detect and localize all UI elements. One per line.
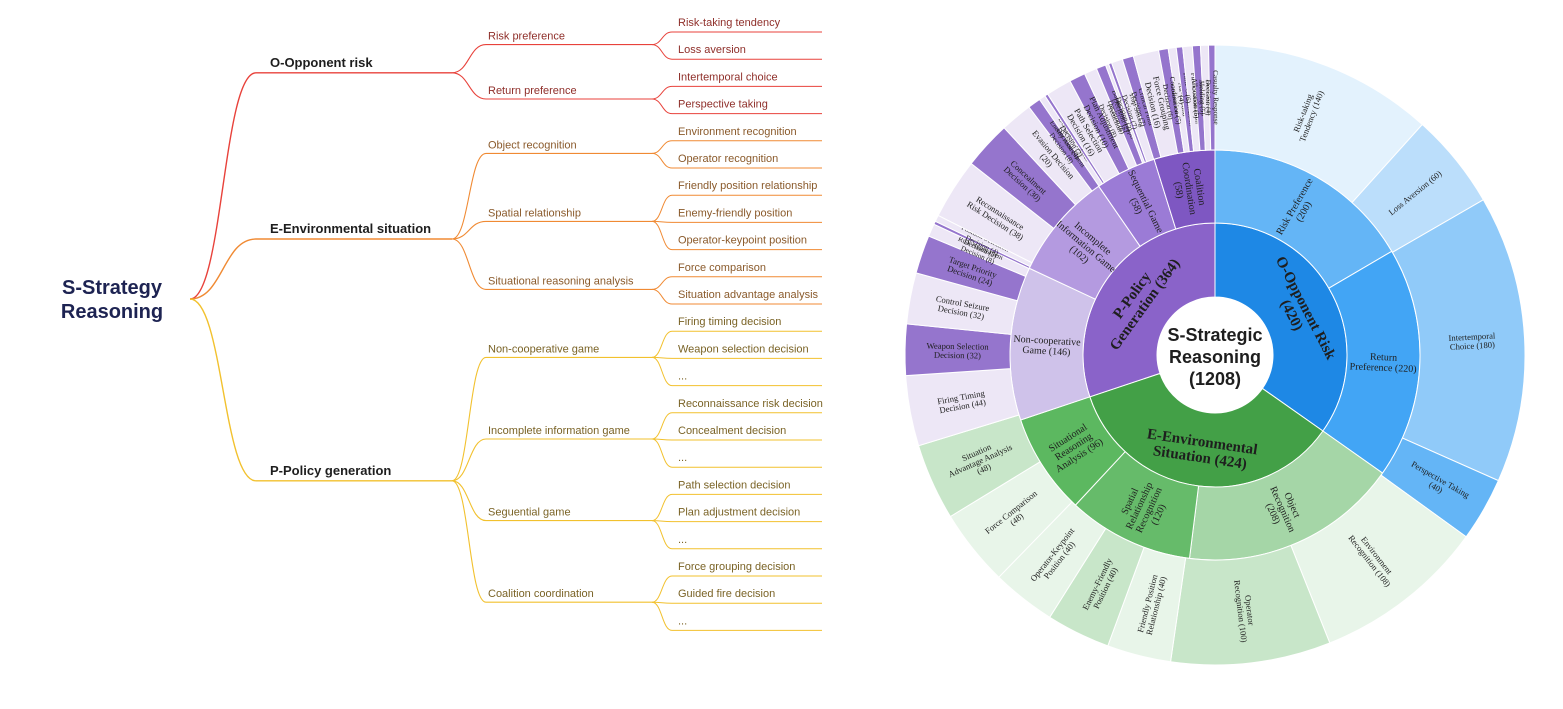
leaf-label: Guided fire decision: [678, 588, 775, 600]
category-label: Seguential game: [488, 507, 571, 519]
leaf-connector: [651, 31, 673, 46]
leaf-label: Loss aversion: [678, 44, 746, 56]
leaf-label: ...: [678, 371, 687, 383]
root-label-line: S-Strategy: [62, 277, 163, 299]
category-connector: [451, 480, 487, 603]
category-label: Non-cooperative game: [488, 343, 599, 355]
leaf-label: Intertemporal choice: [678, 71, 778, 83]
sunburst-label: Non-cooperativeGame (146): [1013, 334, 1082, 359]
leaf-label: Reconnaissance risk decision: [678, 398, 823, 410]
sunburst-center-line: S-Strategic: [1167, 325, 1262, 345]
leaf-label: Situation advantage analysis: [678, 289, 819, 301]
leaf-connector: [651, 140, 673, 154]
sunburst-center-line: (1208): [1189, 369, 1241, 389]
category-label: Spatial relationship: [488, 207, 581, 219]
leaf-connector: [651, 44, 673, 60]
category-label: Risk preference: [488, 31, 565, 43]
root-label-line: Reasoning: [61, 301, 163, 323]
leaf-connector: [651, 493, 673, 522]
leaf-connector: [651, 276, 673, 290]
sunburst-chart: O-Opponent Risk(420)E-EnvironmentalSitua…: [904, 44, 1526, 666]
sunburst-center: [1157, 297, 1273, 413]
sunburst-label: Casualty ResponseDecision (4): [1204, 70, 1220, 125]
leaf-connector: [651, 220, 673, 251]
branch-connector: [189, 238, 257, 300]
category-connector: [451, 438, 487, 482]
sunburst-segment: [1208, 44, 1216, 151]
leaf-connector: [651, 601, 673, 631]
category-connector: [451, 356, 487, 482]
leaf-label: Risk-taking tendency: [678, 17, 781, 29]
leaf-connector: [651, 438, 673, 468]
category-connector: [451, 238, 487, 290]
sunburst-label: Weapon SelectionDecision (32): [926, 341, 989, 361]
leaf-connector: [651, 194, 673, 222]
branch-label: O-Opponent risk: [270, 55, 373, 70]
branch-label: E-Environmental situation: [270, 221, 431, 236]
category-connector: [451, 220, 487, 240]
category-connector: [451, 480, 487, 522]
leaf-label: Firing timing decision: [678, 316, 781, 328]
sunburst-label: IntertemporalChoice (180): [1448, 330, 1496, 352]
category-label: Situational reasoning analysis: [488, 275, 634, 287]
leaf-connector: [651, 98, 673, 115]
leaf-label: Friendly position relationship: [678, 180, 817, 192]
category-label: Object recognition: [488, 139, 577, 151]
category-connector: [451, 152, 487, 240]
leaf-connector: [651, 85, 673, 100]
leaf-label: Path selection decision: [678, 479, 791, 491]
sunburst-label: ReturnPreference (220): [1349, 351, 1417, 375]
leaf-connector: [651, 330, 673, 358]
branch-connector: [189, 298, 257, 482]
leaf-connector: [651, 412, 673, 440]
category-label: Coalition coordination: [488, 588, 594, 600]
leaf-label: Operator recognition: [678, 153, 778, 165]
leaf-label: Perspective taking: [678, 99, 768, 111]
leaf-label: Operator-keypoint position: [678, 235, 807, 247]
category-connector: [451, 44, 487, 74]
leaf-connector: [651, 152, 673, 169]
leaf-label: Force grouping decision: [678, 561, 795, 573]
leaf-label: ...: [678, 452, 687, 464]
category-connector: [451, 72, 487, 100]
sunburst-center-line: Reasoning: [1169, 347, 1261, 367]
leaf-connector: [651, 356, 673, 387]
leaf-connector: [651, 288, 673, 305]
category-label: Return preference: [488, 85, 577, 97]
leaf-label: ...: [678, 534, 687, 546]
category-label: Incomplete information game: [488, 425, 630, 437]
leaf-connector: [651, 520, 673, 550]
branch-label: P-Policy generation: [270, 463, 391, 478]
leaf-label: Plan adjustment decision: [678, 507, 800, 519]
leaf-label: Enemy-friendly position: [678, 207, 792, 219]
leaf-label: Concealment decision: [678, 425, 786, 437]
leaf-label: Force comparison: [678, 262, 766, 274]
leaf-connector: [651, 575, 673, 603]
leaf-label: ...: [678, 615, 687, 627]
branch-connector: [189, 72, 257, 300]
leaf-label: Weapon selection decision: [678, 343, 809, 355]
leaf-label: Environment recognition: [678, 126, 797, 138]
